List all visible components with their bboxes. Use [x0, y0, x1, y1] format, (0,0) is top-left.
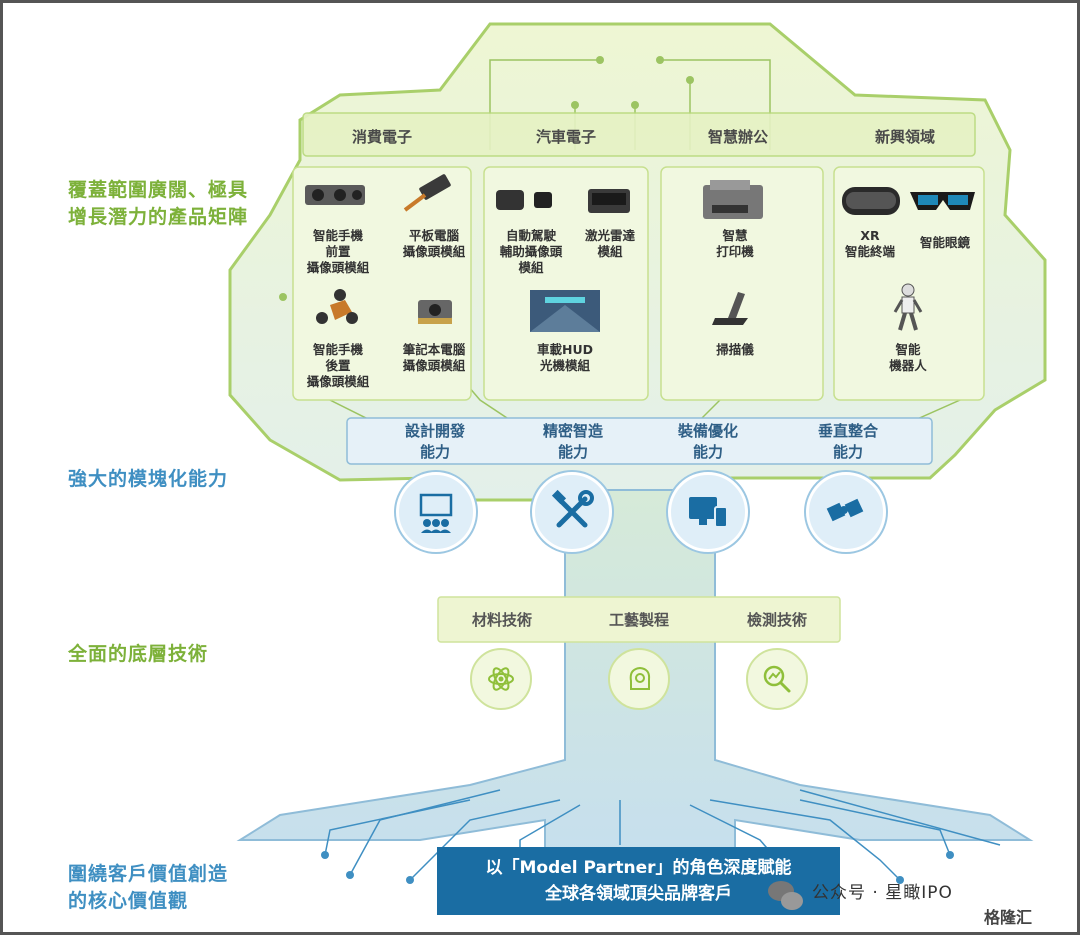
product-smart-robot: 智能 機器人 [889, 342, 927, 373]
panel-office [660, 166, 824, 401]
phone-rear-camera-image [316, 289, 358, 324]
category-consumer-electronics: 消費電子 [351, 128, 412, 146]
product-laptop-camera: 筆記本電腦 攝像頭模組 [402, 342, 466, 373]
printer-image [703, 180, 763, 219]
product-phone-rear-camera: 智能手機 後置 攝像頭模組 [306, 342, 370, 389]
product-hud: 車載HUD 光機模組 [537, 342, 593, 373]
capability-design-development: 設計開發 能力 [404, 422, 465, 461]
product-adas-camera: 自動駕駛 輔助攝像頭 模組 [499, 228, 563, 275]
product-scanner: 掃描儀 [716, 342, 754, 357]
category-smart-office: 智慧辦公 [707, 128, 768, 146]
design-presentation-icon [396, 472, 476, 552]
capability-equipment-optimization: 裝備優化 能力 [677, 422, 738, 461]
robot-image [893, 283, 923, 331]
gear-head-icon [608, 648, 670, 710]
panel-consumer [292, 166, 472, 401]
product-images [305, 174, 975, 332]
tech-testing: 檢測技術 [746, 611, 807, 629]
xr-headset-image [842, 187, 900, 215]
product-phone-front-camera: 智能手機 前置 攝像頭模組 [306, 228, 370, 275]
product-xr-terminal: XR 智能終端 [844, 228, 895, 259]
phone-front-camera-image [305, 185, 365, 205]
devices-monitor-icon [668, 472, 748, 552]
panel-emerging [833, 166, 985, 401]
label-core-value: 圍繞客戶價值創造 的核心價值觀 [68, 863, 229, 912]
puzzle-integration-icon [806, 472, 886, 552]
laptop-camera-image [418, 300, 452, 324]
label-product-matrix: 覆蓋範圍廣闊、極具 增長潛力的產品矩陣 [68, 179, 249, 228]
hud-image [530, 290, 600, 332]
category-band [302, 112, 976, 157]
scanner-image [712, 292, 748, 325]
watermark-text: 公众号 · 星瞰IPO [812, 883, 953, 903]
product-tablet-camera: 平板電腦 攝像頭模組 [402, 228, 466, 259]
atom-icon [470, 648, 532, 710]
label-base-technology: 全面的底層技術 [68, 643, 209, 665]
wechat-icon [768, 881, 803, 910]
adas-camera-image [496, 190, 552, 210]
watermark-logo: 格隆汇 [984, 908, 1033, 927]
tech-materials: 材料技術 [471, 611, 532, 629]
category-emerging-fields: 新興領域 [874, 128, 935, 146]
label-modular-capability: 強大的模塊化能力 [68, 468, 229, 490]
magnifier-chart-icon [746, 648, 808, 710]
product-smart-glasses: 智能眼鏡 [919, 235, 970, 250]
model-partner-banner: 以「Model Partner」的角色深度賦能 全球各領域頂尖品牌客戶 [437, 847, 840, 915]
product-lidar: 激光雷達 模組 [584, 228, 635, 259]
category-auto-electronics: 汽車電子 [535, 128, 596, 146]
tech-process: 工藝製程 [608, 611, 669, 629]
capability-precision-manufacturing: 精密智造 能力 [542, 422, 603, 461]
tools-hammer-wrench-icon [532, 472, 612, 552]
capability-vertical-integration: 垂直整合 能力 [817, 422, 878, 461]
panel-auto [483, 166, 649, 401]
lidar-image [588, 189, 630, 213]
capability-band [346, 417, 933, 465]
tablet-camera-image [403, 174, 451, 212]
smart-glasses-image [910, 192, 975, 210]
product-printer: 智慧 打印機 [716, 228, 754, 259]
technology-band [437, 596, 841, 643]
